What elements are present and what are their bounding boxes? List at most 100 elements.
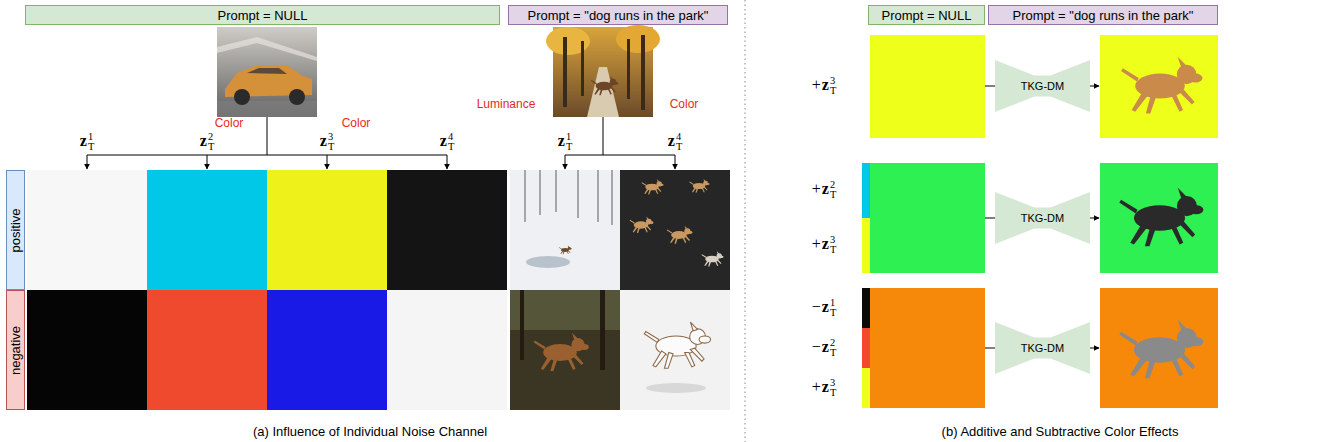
color-mix-row <box>1121 57 1202 114</box>
math-superscript: 2 <box>208 132 214 142</box>
math-superscript: 1 <box>88 132 94 142</box>
math-symbol: z <box>822 235 829 252</box>
noise-squares <box>147 290 267 410</box>
color-mix-row <box>1100 163 1218 273</box>
car-image <box>247 68 287 74</box>
panel-divider <box>745 0 746 442</box>
noise-channel-symbol: −zT2 <box>812 338 837 359</box>
noise-channel-symbol: zT2 <box>200 132 214 153</box>
math-superscript: 4 <box>448 132 454 142</box>
model-block: TKG-DM <box>995 60 1090 112</box>
channel-effect-note: Color <box>670 97 699 111</box>
math-sign: + <box>812 235 821 252</box>
math-symbol: z <box>80 132 87 149</box>
math-symbol: z <box>440 132 447 149</box>
math-subscript: T <box>88 142 94 152</box>
model-block: TKG-DM <box>995 322 1090 374</box>
car-image <box>217 27 317 117</box>
color-mix-row <box>870 35 1218 138</box>
dark-dogs-image <box>641 179 663 194</box>
model-shape <box>995 60 1090 112</box>
snow-image <box>611 170 613 225</box>
math-indices: T2 <box>830 338 836 359</box>
noise-squares <box>27 290 147 410</box>
color-mix-row <box>862 218 870 273</box>
prompt-text: Prompt = "dog runs in the park" <box>528 8 709 23</box>
math-indices: T3 <box>830 378 836 399</box>
channel-effect-note: Color <box>215 116 244 130</box>
math-subscript: T <box>328 142 334 152</box>
model-name: TKG-DM <box>1021 212 1064 224</box>
color-mix-row <box>862 288 1218 408</box>
prompt-box: Prompt = "dog runs in the park" <box>988 5 1218 25</box>
math-subscript: T <box>830 388 836 398</box>
forest-image <box>600 290 605 370</box>
channel-arrows <box>87 117 675 169</box>
math-superscript: 2 <box>830 338 836 348</box>
park-image <box>616 25 660 53</box>
channel-arrows <box>327 155 328 169</box>
math-symbol: z <box>822 76 829 93</box>
math-superscript: 3 <box>328 132 334 142</box>
park-image <box>587 67 619 117</box>
math-sign: + <box>812 180 821 197</box>
math-sign: + <box>812 76 821 93</box>
math-indices: T3 <box>830 235 836 256</box>
math-symbol: z <box>320 132 327 149</box>
white-image <box>644 322 710 368</box>
car-image <box>289 89 305 105</box>
noise-channel-symbol: +zT3 <box>812 235 837 256</box>
math-indices: T4 <box>676 132 682 153</box>
channel-effect-note: Color <box>342 116 371 130</box>
math-sign: − <box>812 338 821 355</box>
white-image <box>646 383 706 393</box>
car-image <box>234 89 250 105</box>
math-symbol: z <box>822 180 829 197</box>
park-image <box>546 25 660 117</box>
model-shape <box>995 322 1090 374</box>
row-label: negative <box>8 325 23 374</box>
math-indices: T3 <box>830 76 836 97</box>
dark-dogs-image <box>630 216 654 233</box>
math-subscript: T <box>830 86 836 96</box>
snow-image <box>597 170 599 222</box>
snow-image <box>559 245 572 254</box>
math-symbol: z <box>558 132 565 149</box>
math-subscript: T <box>830 308 836 318</box>
snow-image <box>555 170 557 212</box>
park-image <box>627 39 630 99</box>
snow-image <box>539 170 541 215</box>
row-label-box: positive <box>6 170 25 290</box>
snow-image <box>510 170 620 290</box>
car-image <box>217 27 317 117</box>
color-mix-row <box>1100 35 1218 138</box>
noise-channel-symbol: −zT1 <box>812 298 837 319</box>
prompt-box: Prompt = "dog runs in the park" <box>508 5 728 25</box>
panel-caption: (a) Influence of Individual Noise Channe… <box>253 424 487 439</box>
math-sign: + <box>812 378 821 395</box>
math-superscript: 1 <box>830 298 836 308</box>
noise-squares <box>267 290 387 410</box>
car-image <box>217 37 317 61</box>
channel-arrows <box>207 155 208 169</box>
color-mix-row <box>1119 188 1203 247</box>
prompt-text: Prompt = "dog runs in the park" <box>1013 8 1194 23</box>
math-indices: T2 <box>208 132 214 153</box>
white-image <box>620 290 730 410</box>
dark-dogs-image <box>667 226 693 244</box>
model-arrows <box>985 86 1099 348</box>
math-superscript: 1 <box>566 132 572 142</box>
channel-arrows <box>447 155 448 169</box>
math-indices: T1 <box>88 132 94 153</box>
model-name: TKG-DM <box>1021 342 1064 354</box>
forest-image <box>520 290 524 360</box>
math-subscript: T <box>566 142 572 152</box>
park-image <box>591 76 619 95</box>
channel-arrows <box>87 117 447 155</box>
forest-image <box>510 290 620 410</box>
math-symbol: z <box>822 298 829 315</box>
channel-arrows <box>565 155 566 169</box>
park-image <box>563 37 567 107</box>
math-subscript: T <box>208 142 214 152</box>
math-symbol: z <box>200 132 207 149</box>
